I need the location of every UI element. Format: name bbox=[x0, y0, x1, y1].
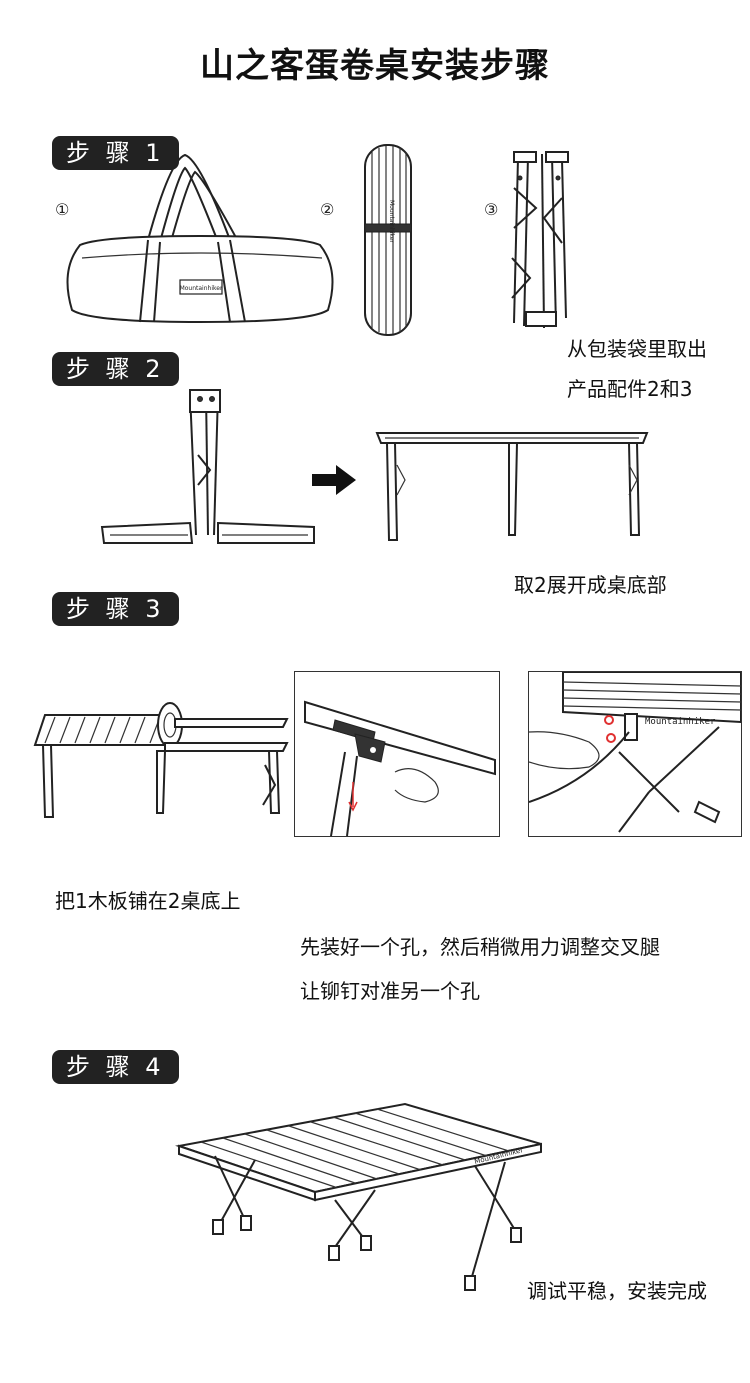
step-3-caption-2-line-1: 先装好一个孔，然后稍微用力调整交叉腿 bbox=[300, 935, 660, 959]
page-title: 山之客蛋卷桌安装步骤 bbox=[200, 46, 550, 86]
arrow-right-icon bbox=[312, 465, 356, 495]
laying-tabletop-illustration bbox=[25, 695, 290, 825]
rivet-closeup-photo-2: Mountainhiker bbox=[528, 671, 742, 837]
step-3-caption-2-line-2: 让铆钉对准另一个孔 bbox=[300, 979, 480, 1003]
closeup-brand-label: Mountainhiker bbox=[645, 717, 716, 727]
step-1-caption-line-1: 从包装袋里取出 bbox=[567, 337, 707, 361]
step-3-caption-1: 把1木板铺在2桌底上 bbox=[55, 889, 241, 913]
step-1-caption-line-2: 产品配件2和3 bbox=[567, 377, 693, 401]
marker-2: ② bbox=[320, 200, 335, 219]
base-frame-expanded-illustration bbox=[375, 425, 655, 545]
step-1-badge: 步 骤 1 bbox=[52, 136, 179, 170]
rivet-closeup-photo-1 bbox=[294, 671, 500, 837]
marker-1: ① bbox=[55, 200, 70, 219]
step-4-caption: 调试平稳，安装完成 bbox=[527, 1279, 707, 1303]
base-frame-folded-illustration bbox=[100, 385, 320, 555]
assembled-table-illustration: Mountainhiker bbox=[175, 1100, 545, 1300]
bag-brand-label: Mountainhiker bbox=[180, 285, 223, 292]
rolled-top-brand: Mountainhiker bbox=[388, 200, 395, 243]
step-2-badge: 步 骤 2 bbox=[52, 352, 179, 386]
rolled-tabletop-illustration: Mountainhiker bbox=[360, 140, 416, 340]
marker-3: ③ bbox=[484, 200, 499, 219]
carry-bag-illustration: Mountainhiker bbox=[60, 150, 340, 330]
step-4-badge: 步 骤 4 bbox=[52, 1050, 179, 1084]
step-3-badge: 步 骤 3 bbox=[52, 592, 179, 626]
step-2-caption: 取2展开成桌底部 bbox=[514, 573, 667, 597]
folded-frame-illustration bbox=[500, 148, 580, 338]
